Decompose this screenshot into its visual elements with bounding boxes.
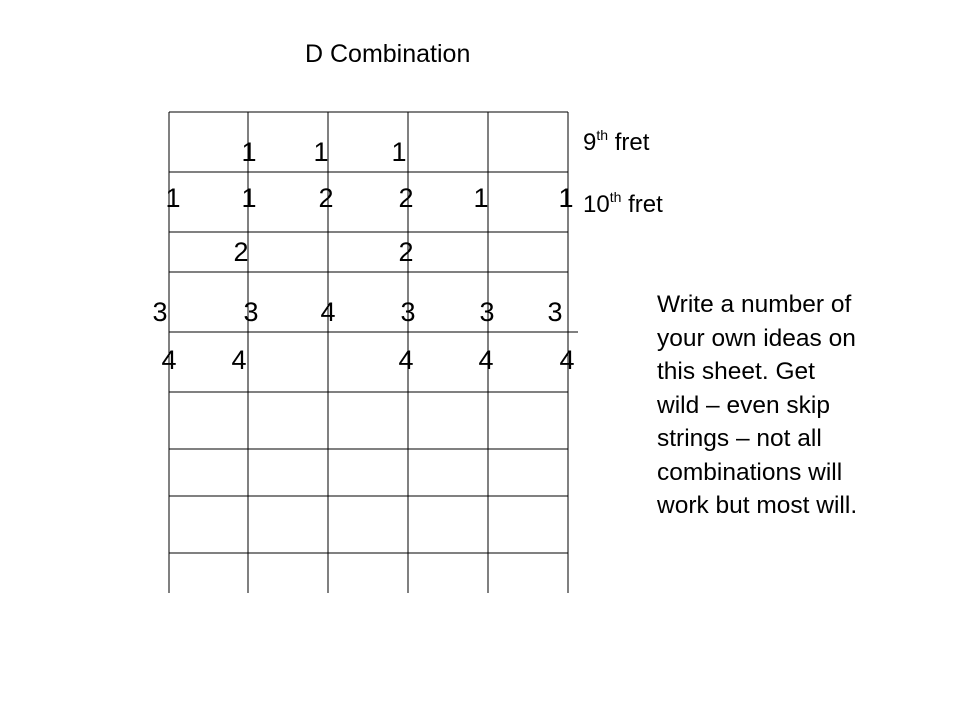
finger-number: 4: [478, 345, 494, 375]
finger-number: 3: [479, 297, 495, 327]
finger-number: 4: [559, 345, 575, 375]
finger-number: 1: [558, 183, 574, 213]
finger-number: 3: [152, 297, 168, 327]
finger-number: 4: [161, 345, 177, 375]
finger-number: 1: [165, 183, 181, 213]
finger-number: 2: [318, 183, 334, 213]
page-title: D Combination: [305, 40, 471, 68]
finger-number: 4: [231, 345, 247, 375]
instructions-text: Write a number of your own ideas on this…: [657, 291, 858, 519]
finger-number: 1: [473, 183, 489, 213]
finger-number: 1: [313, 137, 329, 167]
finger-number: 2: [398, 183, 414, 213]
finger-number: 1: [241, 137, 257, 167]
finger-number: 2: [233, 237, 249, 267]
finger-number: 1: [241, 183, 257, 213]
finger-number: 1: [391, 137, 407, 167]
fret-label-9th: 9th fret: [583, 127, 650, 156]
finger-number: 4: [320, 297, 336, 327]
finger-number: 4: [398, 345, 414, 375]
finger-number: 3: [400, 297, 416, 327]
finger-number: 3: [547, 297, 563, 327]
fret-label-10th: 10th fret: [583, 189, 663, 218]
finger-number: 2: [398, 237, 414, 267]
finger-number: 3: [243, 297, 259, 327]
